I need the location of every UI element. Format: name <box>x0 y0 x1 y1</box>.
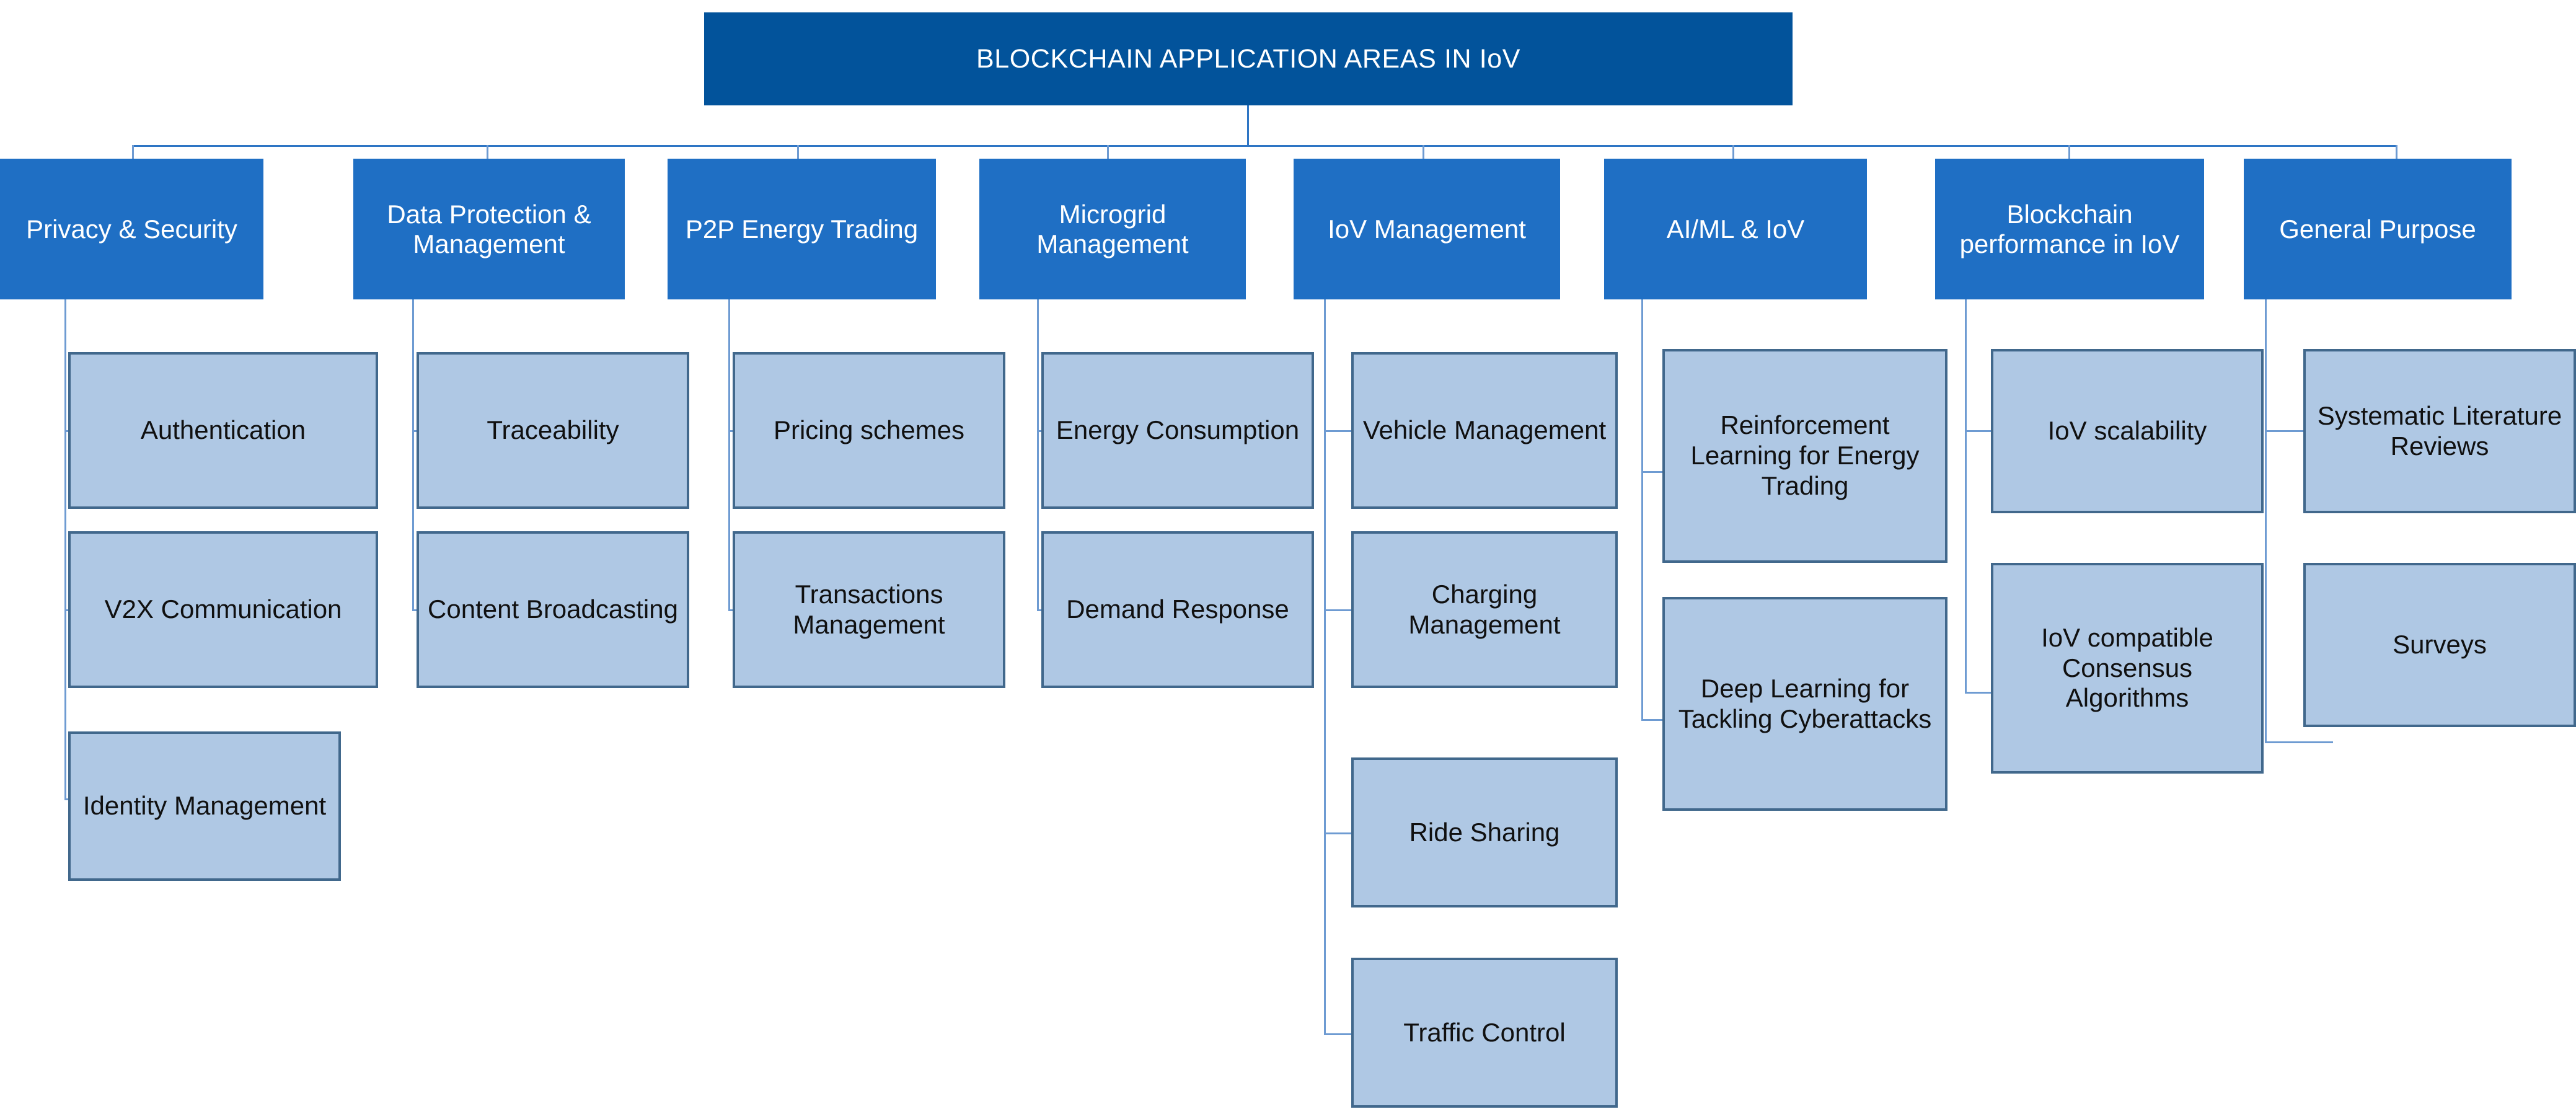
leaf-node-traffic-control[interactable]: Traffic Control <box>1351 958 1618 1108</box>
leaf-label-charging-management: Charging Management <box>1408 579 1561 639</box>
category-node-privacy-security[interactable]: Privacy & Security <box>0 159 263 299</box>
category-label-blockchain-performance-in-iov: Blockchain performance in IoV <box>1959 199 2180 258</box>
connector-root-drop <box>1247 105 1249 146</box>
connector-spine-data-protection <box>412 299 414 611</box>
category-node-iov-management[interactable]: IoV Management <box>1294 159 1560 299</box>
leaf-node-traceability[interactable]: Traceability <box>417 352 689 509</box>
leaf-node-vehicle-management[interactable]: Vehicle Management <box>1351 352 1618 509</box>
connector-spine-blockchain-performance <box>1965 299 1967 694</box>
category-node-p2p-energy-trading[interactable]: P2P Energy Trading <box>668 159 936 299</box>
leaf-node-charging-management[interactable]: Charging Management <box>1351 531 1618 688</box>
leaf-label-authentication: Authentication <box>140 415 306 445</box>
category-label-general-purpose: General Purpose <box>2279 214 2476 244</box>
connector-spine-iov-management <box>1324 299 1326 1035</box>
leaf-node-deep-learning-for-tackling-cyberattacks[interactable]: Deep Learning for Tackling Cyberattacks <box>1662 597 1947 811</box>
connector-spine-aiml-iov <box>1641 299 1643 721</box>
leaf-label-pricing-schemes: Pricing schemes <box>773 415 965 445</box>
leaf-label-traceability: Traceability <box>487 415 619 445</box>
leaf-label-demand-response: Demand Response <box>1066 594 1289 624</box>
leaf-label-reinforcement-learning-for-energy-trading: Reinforcement Learning for Energy Tradin… <box>1690 410 1920 500</box>
category-node-blockchain-performance-in-iov[interactable]: Blockchain performance in IoV <box>1935 159 2204 299</box>
category-node-data-protection-management[interactable]: Data Protection & Management <box>353 159 625 299</box>
leaf-node-identity-management[interactable]: Identity Management <box>68 731 341 881</box>
category-label-p2p-energy-trading: P2P Energy Trading <box>685 214 919 244</box>
leaf-node-systematic-literature-reviews[interactable]: Systematic Literature Reviews <box>2303 349 2576 513</box>
leaf-node-v2x-communication[interactable]: V2X Communication <box>68 531 378 688</box>
leaf-node-pricing-schemes[interactable]: Pricing schemes <box>733 352 1005 509</box>
category-label-data-protection-management: Data Protection & Management <box>387 199 591 258</box>
leaf-label-content-broadcasting: Content Broadcasting <box>428 594 678 624</box>
leaf-node-reinforcement-learning-for-energy-trading[interactable]: Reinforcement Learning for Energy Tradin… <box>1662 349 1947 563</box>
leaf-label-systematic-literature-reviews: Systematic Literature Reviews <box>2317 400 2562 461</box>
leaf-label-iov-scalability: IoV scalability <box>2047 416 2207 446</box>
leaf-node-ride-sharing[interactable]: Ride Sharing <box>1351 757 1618 907</box>
connector-stub-systematic-reviews <box>2265 430 2333 432</box>
leaf-node-authentication[interactable]: Authentication <box>68 352 378 509</box>
leaf-label-ride-sharing: Ride Sharing <box>1409 817 1560 847</box>
category-label-privacy-security: Privacy & Security <box>26 214 237 244</box>
leaf-node-iov-scalability[interactable]: IoV scalability <box>1991 349 2264 513</box>
category-node-aiml-iov[interactable]: AI/ML & IoV <box>1604 159 1867 299</box>
category-label-microgrid-management: Microgrid Management <box>1036 199 1189 258</box>
category-label-aiml-iov: AI/ML & IoV <box>1666 214 1805 244</box>
category-node-general-purpose[interactable]: General Purpose <box>2244 159 2512 299</box>
leaf-label-iov-compatible-consensus-algorithms: IoV compatible Consensus Algorithms <box>2041 622 2213 713</box>
leaf-label-energy-consumption: Energy Consumption <box>1056 415 1300 445</box>
leaf-node-energy-consumption[interactable]: Energy Consumption <box>1041 352 1314 509</box>
root-node-blockchain-application-areas[interactable]: BLOCKCHAIN APPLICATION AREAS IN IoV <box>704 12 1793 105</box>
leaf-label-traffic-control: Traffic Control <box>1403 1017 1566 1047</box>
connector-spine-p2p-energy <box>728 299 730 611</box>
leaf-node-transactions-management[interactable]: Transactions Management <box>733 531 1005 688</box>
connector-root-bus <box>132 145 2397 147</box>
leaf-node-surveys[interactable]: Surveys <box>2303 563 2576 727</box>
leaf-label-v2x-communication: V2X Communication <box>104 594 342 624</box>
leaf-label-transactions-management: Transactions Management <box>793 579 945 639</box>
leaf-label-surveys: Surveys <box>2393 630 2487 660</box>
leaf-node-content-broadcasting[interactable]: Content Broadcasting <box>417 531 689 688</box>
category-node-microgrid-management[interactable]: Microgrid Management <box>979 159 1246 299</box>
leaf-node-demand-response[interactable]: Demand Response <box>1041 531 1314 688</box>
connector-stub-surveys <box>2265 741 2333 743</box>
leaf-label-identity-management: Identity Management <box>82 791 327 821</box>
category-label-iov-management: IoV Management <box>1328 214 1526 244</box>
root-node-label: BLOCKCHAIN APPLICATION AREAS IN IoV <box>976 43 1521 74</box>
leaf-label-vehicle-management: Vehicle Management <box>1362 415 1607 445</box>
connector-spine-general-purpose <box>2265 299 2267 743</box>
connector-spine-microgrid <box>1037 299 1039 611</box>
connector-spine-privacy-security <box>64 299 66 800</box>
leaf-node-iov-compatible-consensus-algorithms[interactable]: IoV compatible Consensus Algorithms <box>1991 563 2264 774</box>
leaf-label-deep-learning-for-tackling-cyberattacks: Deep Learning for Tackling Cyberattacks <box>1678 673 1932 733</box>
